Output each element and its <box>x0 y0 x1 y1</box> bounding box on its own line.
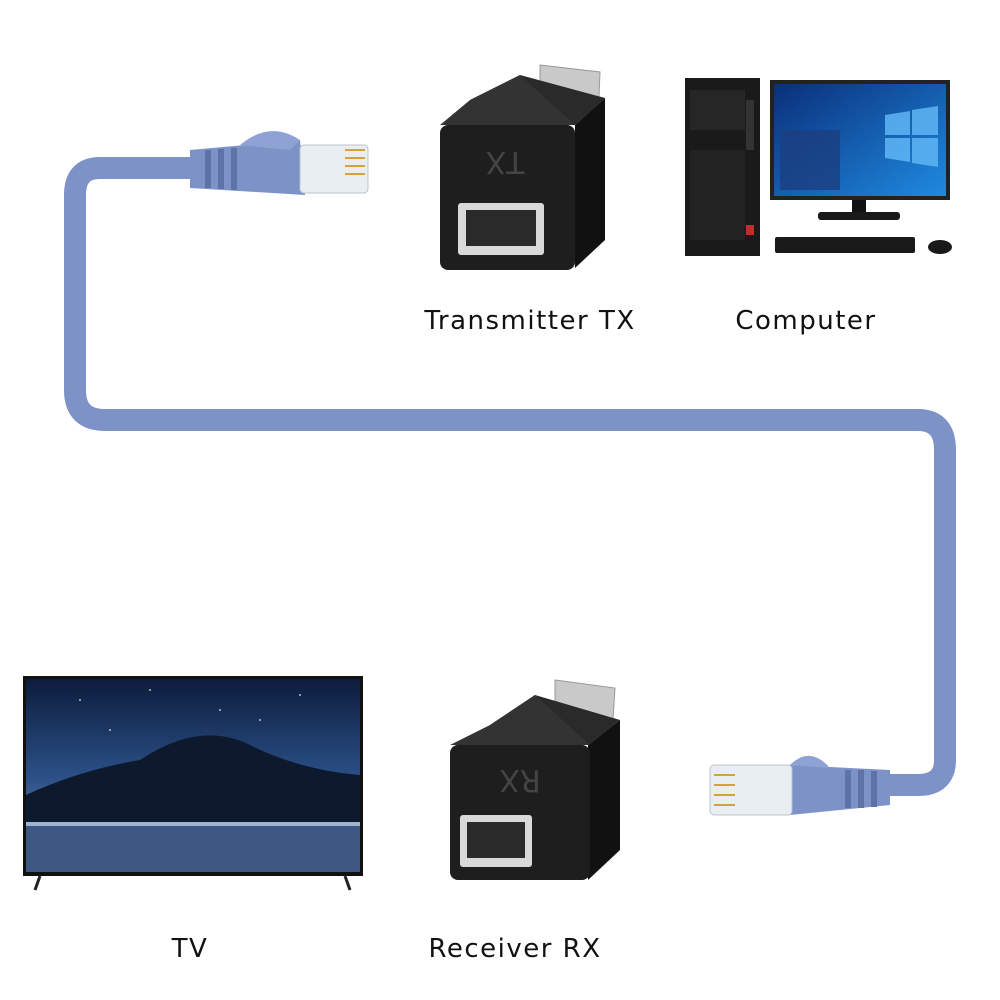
ethernet-cable <box>64 157 956 796</box>
receiver-label: Receiver RX <box>428 934 602 964</box>
rx-mark: RX <box>499 762 540 797</box>
rj45-connector-bottom <box>709 755 890 816</box>
mouse <box>928 240 952 254</box>
tv <box>23 676 363 891</box>
computer <box>685 78 952 256</box>
transmitter-adapter: TX <box>440 64 605 270</box>
rj45-connector-top <box>190 131 369 195</box>
keyboard <box>775 237 915 253</box>
transmitter-label: Transmitter TX <box>424 306 636 336</box>
tx-mark: TX <box>486 144 526 179</box>
tv-label: TV <box>171 934 209 964</box>
computer-label: Computer <box>735 306 877 336</box>
receiver-adapter: RX <box>450 679 620 880</box>
